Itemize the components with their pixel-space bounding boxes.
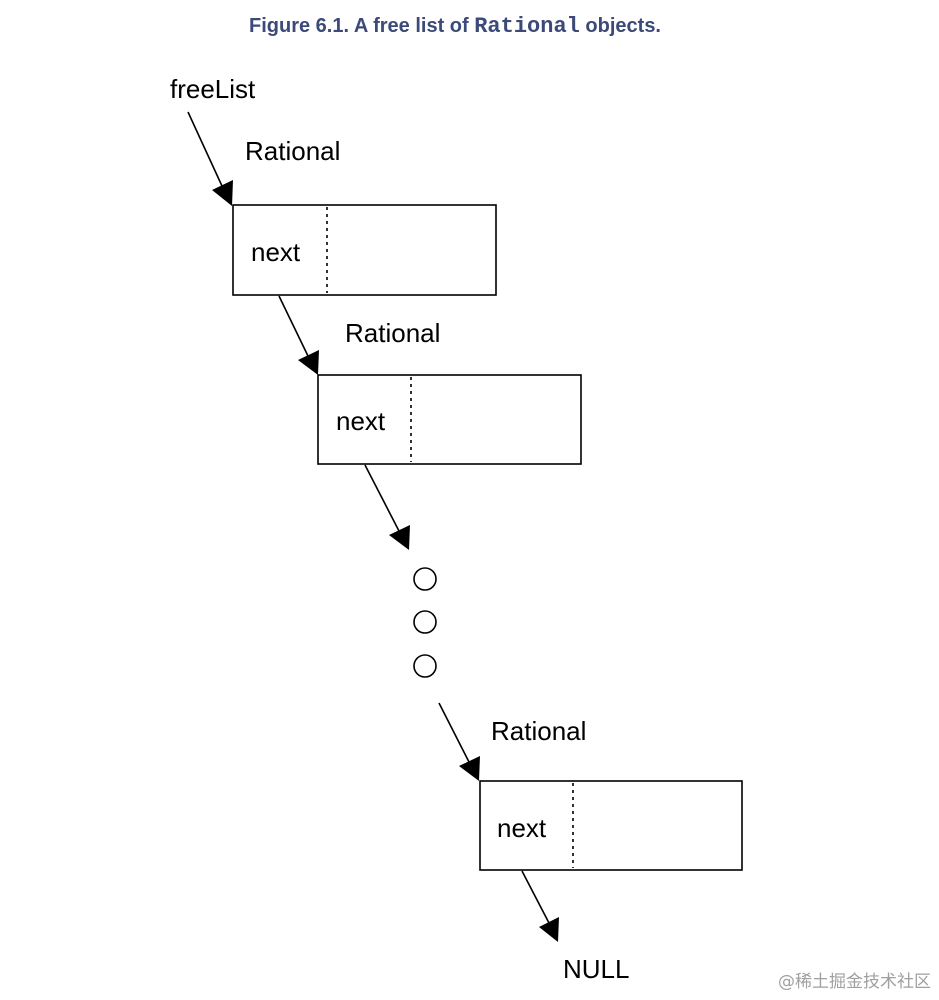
caption-prefix: Figure 6.1. A free list of xyxy=(249,15,475,37)
node-2: next xyxy=(317,374,582,465)
watermark-text: @稀土掘金技术社区 xyxy=(778,972,931,992)
node-3-box xyxy=(479,780,743,871)
caption-code: Rational xyxy=(474,14,580,39)
node-3-type-label: Rational xyxy=(491,716,586,746)
edge-node-3-to-null xyxy=(521,870,550,924)
node-1-box xyxy=(232,204,497,296)
node-3-field-label: next xyxy=(497,813,547,843)
arrowhead-null xyxy=(539,917,559,942)
node-3: next xyxy=(479,780,743,871)
ellipsis-dot-3 xyxy=(413,654,437,678)
arrowhead-ellipsis xyxy=(389,525,410,550)
edge-node-1-to-node-2 xyxy=(278,295,309,357)
ellipsis-dot-1 xyxy=(413,567,437,591)
arrowhead-node-2 xyxy=(298,350,319,375)
edge-head-to-node-1 xyxy=(187,111,223,187)
free-list-head-label: freeList xyxy=(170,74,256,104)
ellipsis-dot-2 xyxy=(413,610,437,634)
arrowhead-node-1 xyxy=(212,180,233,206)
node-2-type-label: Rational xyxy=(345,318,440,348)
arrowhead-node-3 xyxy=(459,756,480,781)
node-2-box xyxy=(317,374,582,465)
node-1: next xyxy=(232,204,497,296)
node-2-field-label: next xyxy=(336,406,386,436)
edge-ellipsis-to-node-3 xyxy=(438,702,470,763)
null-terminal-label: NULL xyxy=(563,954,629,984)
edge-node-2-to-ellipsis xyxy=(364,464,400,532)
caption-suffix: objects. xyxy=(579,15,661,37)
node-1-field-label: next xyxy=(251,237,301,267)
figure-caption: Figure 6.1. A free list of Rational obje… xyxy=(0,14,910,39)
node-1-type-label: Rational xyxy=(245,136,340,166)
